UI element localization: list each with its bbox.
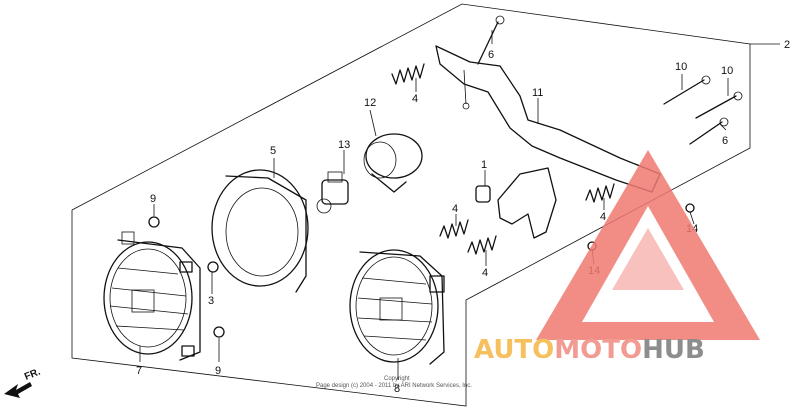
callout-3: 3 [208, 295, 214, 307]
headlight-right [349, 249, 445, 365]
callout-4-right: 4 [600, 211, 606, 223]
nut-9-top [148, 216, 160, 228]
callout-12: 12 [364, 97, 376, 109]
callout-5: 5 [270, 145, 276, 157]
callout-1: 1 [481, 159, 487, 171]
svg-text:AUTOMOTOHUB: AUTOMOTOHUB [474, 335, 705, 365]
callout-10-left: 10 [675, 61, 687, 73]
screw-right [689, 117, 729, 145]
adjusting-spring-right [585, 183, 615, 203]
headlight-left [103, 231, 201, 361]
grommet [475, 185, 491, 203]
screw-14b [685, 203, 695, 213]
watermark-triangle-inner [612, 228, 684, 290]
bulb [316, 171, 349, 214]
automotohub-watermark: AUTOMOTOHUB [474, 150, 760, 365]
watermark-triangle-icon [536, 150, 760, 340]
watermark-auto: AUTO [474, 335, 554, 365]
headlight-rim [211, 169, 309, 293]
callout-13: 13 [338, 139, 350, 151]
callout-2: 2 [784, 39, 790, 51]
adjusting-spring-top [391, 63, 425, 85]
callout-6-top: 6 [488, 49, 494, 61]
callout-4-top: 4 [412, 93, 418, 105]
adjusting-screw-upper [663, 75, 711, 105]
callout-6-right: 6 [722, 135, 728, 147]
callout-9-top: 9 [150, 193, 156, 205]
front-label: FR. [23, 366, 42, 382]
callout-10-right: 10 [721, 65, 733, 77]
callout-11: 11 [532, 87, 543, 99]
screw-3 [207, 261, 219, 273]
watermark-hub: HUB [642, 335, 705, 365]
callout-4-middle: 4 [482, 267, 488, 279]
adjusting-screw-lower [695, 91, 743, 119]
bulb-cap [363, 133, 423, 193]
adjusting-spring-left [439, 219, 469, 239]
callout-7: 7 [136, 365, 142, 377]
adjusting-spring-middle [467, 235, 497, 255]
callout-9-bottom: 9 [215, 365, 221, 377]
screw-top [477, 15, 505, 65]
callout-8: 8 [394, 383, 400, 395]
nut-9-bottom [213, 326, 225, 338]
copyright-notice: Page design (c) 2004 - 2011 by ARI Netwo… [316, 383, 472, 389]
front-direction-arrow: FR. [4, 366, 42, 398]
callout-4-left: 4 [452, 203, 458, 215]
copyright-title: Copyright [384, 376, 410, 382]
watermark-moto: MOTO [554, 335, 642, 365]
